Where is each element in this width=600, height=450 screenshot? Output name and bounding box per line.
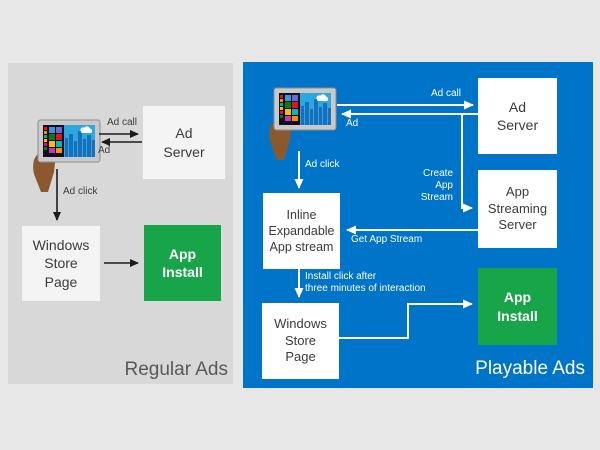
skyline-graphic — [65, 131, 95, 157]
get-app-stream-label: Get App Stream — [351, 234, 423, 245]
playable-ads-title: Playable Ads — [475, 358, 585, 379]
ad-click-label-playable: Ad click — [305, 159, 340, 170]
ad-label-playable: Ad — [346, 118, 359, 129]
tablet-in-hand-icon — [26, 114, 102, 192]
cloud-icon — [80, 126, 93, 134]
ad-server-box-regular: Ad Server — [143, 106, 225, 179]
regular-ads-title: Regular Ads — [124, 359, 228, 380]
app-install-box-playable: App Install — [478, 268, 557, 345]
skyline-graphic — [301, 99, 331, 125]
ad-call-label-playable: Ad call — [430, 88, 461, 99]
tablet-device-graphic — [269, 87, 337, 160]
start-tiles-graphic — [44, 127, 62, 153]
install-click-label: Install click after three minutes of int… — [305, 271, 426, 294]
windows-store-page-box-regular: Windows Store Page — [22, 226, 100, 301]
start-tiles-graphic — [280, 95, 298, 121]
app-install-box-regular: App Install — [144, 225, 221, 301]
cloud-icon — [316, 94, 329, 102]
ad-call-label-regular: Ad call — [106, 117, 137, 128]
create-app-stream-label: Create App Stream — [420, 168, 453, 203]
ad-server-box-playable: Ad Server — [478, 78, 557, 154]
app-streaming-server-box: App Streaming Server — [478, 170, 557, 248]
windows-store-page-box-playable: Windows Store Page — [262, 303, 339, 379]
ad-click-label-regular: Ad click — [63, 186, 98, 197]
tablet-in-hand-icon — [262, 82, 338, 160]
ad-label-regular: Ad — [98, 145, 111, 156]
tablet-device-graphic — [33, 119, 101, 192]
inline-expandable-app-stream-box: Inline Expandable App stream — [263, 193, 340, 269]
